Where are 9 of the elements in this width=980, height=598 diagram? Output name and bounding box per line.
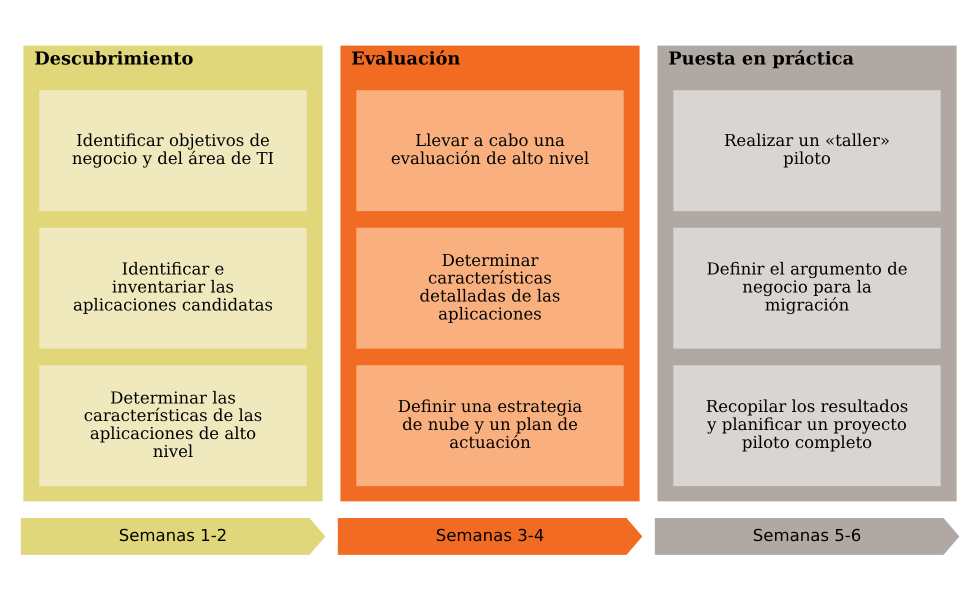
node-box: Llevar a cabo una evaluación de alto nivel: [356, 90, 624, 212]
node-box: Realizar un «taller» piloto: [673, 90, 941, 212]
node-box: Determinar características detalladas de las aplicaciones: [356, 228, 624, 349]
node-box: Identificar objetivos de negocio y del área de TI: [39, 90, 307, 212]
node-box: Determinar las características de las aplicaciones de alto nivel: [39, 365, 307, 486]
node-box: Definir el argumento de negocio para la migración: [673, 228, 941, 349]
node-box: Recopilar los resultados y planificar un proyecto piloto completo: [673, 365, 941, 486]
node-box: Identificar e inventariar las aplicaciones candidatas: [39, 228, 307, 349]
node-box: Definir una estrategia de nube y un plan de actuación: [356, 365, 624, 486]
